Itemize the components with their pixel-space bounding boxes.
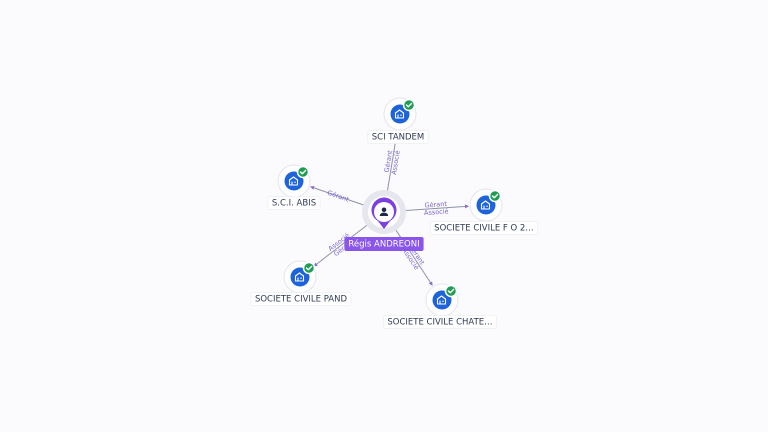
verified-check-icon	[444, 284, 458, 298]
verified-check-icon	[302, 261, 316, 275]
edge-label: Gérant	[326, 189, 350, 204]
edge-label: Gérant	[424, 200, 447, 210]
company-label-text: SOCIETE CIVILE PAND	[255, 295, 347, 305]
person-label-text: Régis ANDREONI	[348, 239, 419, 250]
edge-line	[403, 205, 469, 212]
verified-check-icon	[296, 165, 310, 179]
company-label: SOCIETE CIVILE CHATE…	[382, 315, 498, 329]
company-label-text: SCI TANDEM	[372, 133, 425, 143]
edge-arrow-icon	[310, 185, 315, 190]
company-label: SOCIETE CIVILE PAND	[250, 292, 352, 306]
building-icon	[436, 295, 447, 305]
edge-line	[313, 223, 369, 267]
edge-label: Gérant	[383, 149, 395, 173]
person-icon	[379, 207, 389, 216]
company-label: SCI TANDEM	[367, 130, 429, 144]
person-label: Régis ANDREONI	[344, 237, 424, 251]
company-label: S.C.I. ABIS	[267, 196, 321, 210]
edge-line	[310, 186, 366, 206]
building-icon	[480, 200, 491, 210]
company-node-societe-civile-pand[interactable]: SOCIETE CIVILE PAND	[250, 260, 352, 306]
edge-label: Associé	[390, 150, 402, 176]
building-icon	[288, 176, 299, 186]
company-label-text: SOCIETE CIVILE CHATE…	[387, 318, 492, 328]
edge-arrow-icon	[464, 204, 470, 209]
nodes-layer: SCI TANDEM S.C.I. ABIS SOCIETE CIVILE F O …	[250, 97, 539, 329]
company-node-sci-tandem[interactable]: SCI TANDEM	[367, 97, 429, 144]
verified-check-icon	[402, 98, 416, 112]
edge-label: Associé	[424, 207, 449, 217]
company-label-text: S.C.I. ABIS	[272, 199, 316, 209]
edge-arrow-icon	[428, 281, 433, 286]
company-node-societe-civile-fo2[interactable]: SOCIETE CIVILE F O 2…	[429, 188, 539, 235]
company-node-societe-civile-chate[interactable]: SOCIETE CIVILE CHATE…	[382, 283, 498, 329]
person-node[interactable]: Régis ANDREONI	[344, 190, 424, 251]
verified-check-icon	[488, 189, 502, 203]
company-label: SOCIETE CIVILE F O 2…	[429, 221, 539, 235]
building-icon	[294, 272, 305, 282]
building-icon	[394, 109, 405, 119]
company-label-text: SOCIETE CIVILE F O 2…	[434, 224, 534, 234]
company-node-sci-abis[interactable]: S.C.I. ABIS	[267, 164, 321, 210]
